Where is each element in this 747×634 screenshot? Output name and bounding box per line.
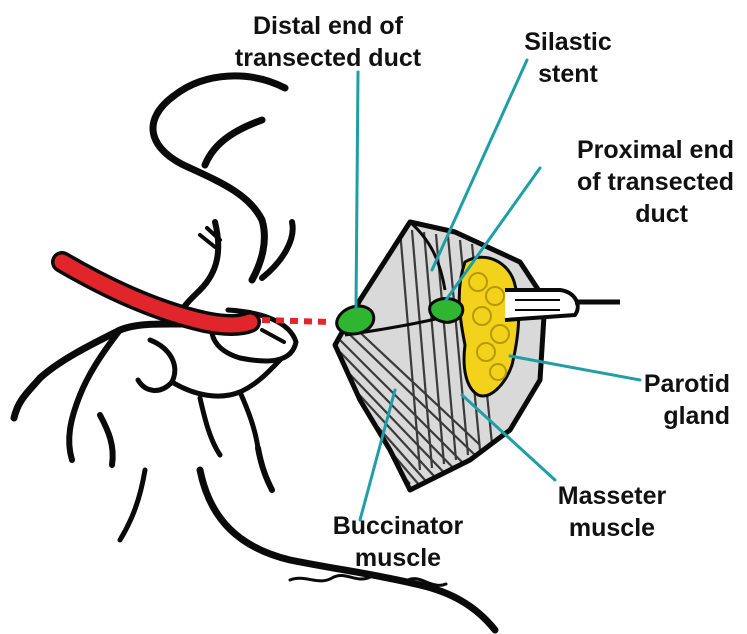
- label-masseter-line1: Masseter: [558, 482, 667, 510]
- retractor-icon: [505, 290, 620, 320]
- distal-duct-end: [337, 306, 374, 334]
- label-parotid-line2: gland: [663, 402, 730, 430]
- label-proximal-line2: of transected: [577, 168, 734, 196]
- leader-distal: [356, 72, 358, 308]
- label-buccinator-line2: muscle: [355, 544, 441, 572]
- leader-stent: [432, 60, 527, 270]
- label-masseter-line2: muscle: [569, 514, 655, 542]
- label-stent-line1: Silastic: [524, 28, 612, 56]
- label-distal-line2: transected duct: [235, 44, 422, 72]
- label-distal-line1: Distal end of: [253, 12, 404, 40]
- label-buccinator-line1: Buccinator: [333, 512, 464, 540]
- label-proximal-line3: duct: [635, 200, 688, 228]
- label-stent-line2: stent: [538, 60, 598, 88]
- label-proximal-line1: Proximal end: [577, 136, 734, 164]
- proximal-duct-end: [430, 299, 463, 323]
- label-parotid-line1: Parotid: [644, 370, 730, 398]
